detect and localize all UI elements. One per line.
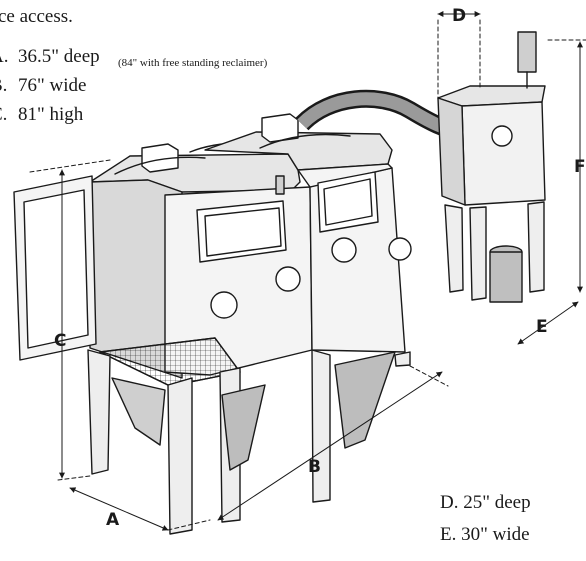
spec-a-marker: A. [0, 46, 9, 67]
left-top-box [141, 143, 179, 173]
reclaimer-stack [517, 31, 537, 73]
left-window [196, 200, 287, 263]
left-hopper [111, 377, 166, 446]
reclaimer-body-side [437, 97, 466, 206]
dim-label-e: E [536, 317, 548, 337]
left-leg-front-right [167, 377, 193, 535]
spec-c-marker: C. [0, 104, 8, 125]
left-glove-port-right [275, 266, 301, 292]
door-window [23, 189, 89, 349]
dim-label-a: A [106, 510, 120, 530]
dim-label-c: C [54, 331, 66, 351]
right-window-inner [323, 178, 373, 226]
right-window [317, 171, 379, 233]
right-leg-right [394, 351, 411, 367]
spec-b-value: 76" wide [18, 75, 87, 96]
dim-b-line [217, 371, 443, 521]
dimension-lines [29, 11, 586, 531]
spec-a-value: 36.5" deep [18, 46, 100, 67]
right-cabinet [204, 113, 412, 503]
spec-line-d: D. 25" deep [440, 492, 531, 513]
reclaimer-leg-left [444, 204, 464, 293]
reclaimer-leg-right [527, 201, 545, 293]
left-window-inner [204, 207, 282, 257]
right-top-box [261, 113, 299, 143]
dim-label-f: F [574, 157, 586, 177]
right-glove-port-left [331, 237, 357, 263]
spec-c-value: 81" high [18, 104, 84, 125]
intro-text: ce access. [0, 6, 73, 27]
reclaimer-port [491, 125, 513, 147]
dim-e-line [517, 301, 579, 345]
right-top-handle [259, 133, 351, 149]
right-latch [275, 175, 285, 195]
dim-a-ext [167, 519, 211, 531]
dim-c-ext-top [29, 159, 111, 173]
dim-c-ext-bottom [57, 475, 91, 481]
dim-a-line [69, 487, 169, 531]
right-leg-left [311, 349, 331, 503]
reclaimer-leg-mid [469, 206, 487, 301]
left-leg-front-left [87, 349, 111, 475]
right-glove-port-right [388, 237, 412, 261]
left-hopper-front [221, 384, 266, 471]
reclaimer [437, 31, 546, 303]
dim-label-b: B [308, 457, 321, 477]
left-cabinet [87, 142, 313, 535]
reclaimer-body-front [461, 101, 546, 206]
left-glove-port-left [210, 291, 238, 319]
spec-line-e: E. 30" wide [440, 524, 530, 545]
dim-label-d: D [452, 6, 466, 26]
dim-b-ext [409, 365, 449, 387]
open-door [13, 175, 97, 361]
spec-a-note: (84" with free standing reclaimer) [118, 57, 268, 69]
right-cabinet-front-upper [297, 163, 393, 188]
reclaimer-drum [489, 251, 523, 303]
spec-b-marker: B. [0, 75, 8, 96]
right-hopper [334, 351, 396, 449]
